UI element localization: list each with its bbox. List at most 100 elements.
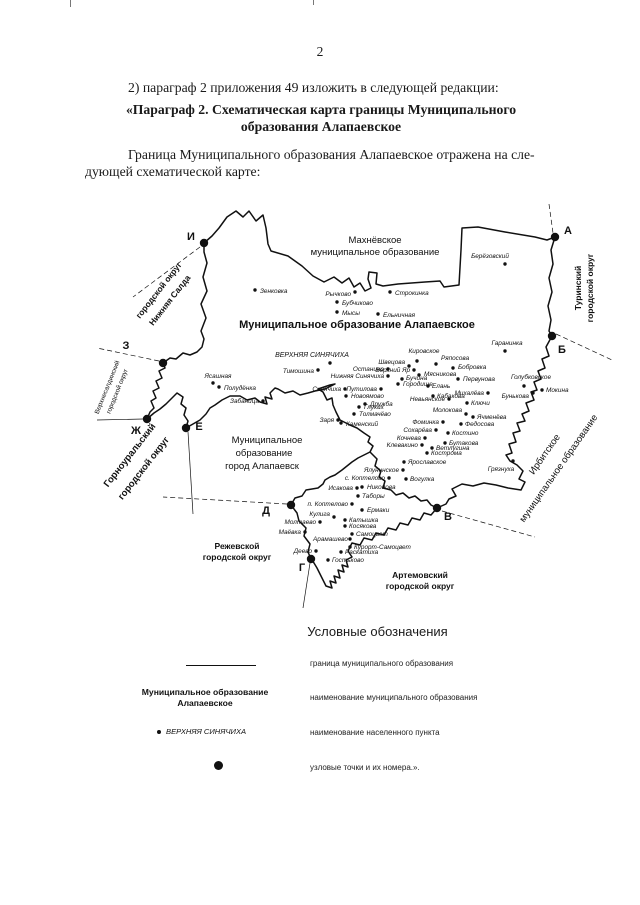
settlement-label: Самоцвет [356, 531, 389, 538]
settlement-dot [540, 388, 544, 392]
region-label: Туринский [573, 266, 583, 310]
settlement-dot [464, 412, 468, 416]
settlement-label: Исакова [328, 485, 353, 492]
municipal-boundary-layer [146, 210, 556, 589]
region-label: город Алапаевск [225, 461, 300, 472]
adjacent-border-line [441, 510, 536, 538]
settlement-label: с. Коптелово [345, 475, 386, 482]
node-point-dot [306, 554, 316, 564]
settlement-dot [350, 502, 354, 506]
settlement-label: Швецова [378, 359, 405, 366]
settlement-label: Тимошина [283, 368, 315, 375]
settlement-dot [425, 451, 429, 455]
settlement-dot [314, 549, 318, 553]
paragraph-intro: Граница Муниципального образования Алапа… [85, 146, 557, 180]
settlement-dot [360, 508, 364, 512]
legend-municipality-name-line2: Алапаевское [177, 698, 233, 708]
settlement-label: Фоминка [412, 419, 439, 426]
settlement-label: Строкинка [395, 290, 429, 297]
settlement-dot [348, 537, 352, 541]
settlement-dot [402, 460, 406, 464]
settlement-label: Берёзовский [471, 252, 509, 260]
settlement-dot [328, 361, 332, 365]
settlement-dot [339, 421, 343, 425]
settlement-label: Нижняя Синячиха [331, 373, 385, 380]
adjacent-borders-layer [96, 203, 613, 609]
legend-title: Условные обозначения [307, 624, 448, 639]
region-label: Муниципальное образование Алапаевское [239, 319, 475, 331]
settlement-label: Городище [403, 380, 433, 388]
settlement-label: Толмачёво [359, 411, 391, 418]
settlement-label: Кулига [309, 511, 330, 518]
legend-settlement-example: ВЕРХНЯЯ СИНЯЧИХА [166, 727, 247, 736]
settlement-dot [486, 391, 490, 395]
settlement-label: Ключи [471, 400, 490, 407]
settlement-dot [443, 441, 447, 445]
adjacent-border-line [187, 431, 194, 515]
settlement-label: Бучина [406, 375, 428, 382]
settlement-dot [456, 377, 460, 381]
settlement-dot [336, 418, 340, 422]
settlement-label: Ячменёва [476, 414, 507, 421]
settlement-label: Вогулка [410, 476, 435, 483]
adjacent-border-line [548, 203, 554, 234]
legend-settlement-text: наименование населенного пункта [310, 728, 440, 737]
settlement-label: Молтаево [285, 519, 317, 526]
settlement-label: Курорт-Самоцвет [354, 544, 412, 551]
node-point-label: И [187, 231, 195, 243]
settlement-dot [423, 436, 427, 440]
settlement-dot [447, 397, 451, 401]
settlement-dot [356, 494, 360, 498]
settlement-label: Клевакино [387, 442, 419, 449]
settlement-dot [360, 485, 364, 489]
settlement-label: Арамашево [312, 536, 348, 543]
node-point-dot [432, 503, 442, 513]
settlement-dot [522, 384, 526, 388]
adjacent-border-line [555, 333, 613, 361]
settlement-label: Останино [353, 366, 385, 373]
settlement-label: Сохарёва [403, 427, 432, 434]
settlement-dot [386, 374, 390, 378]
settlement-label: Бубчиково [342, 299, 373, 307]
settlement-label: Никонова [367, 484, 396, 491]
settlement-label: Гаранинка [491, 340, 523, 347]
adjacent-border-line [96, 347, 160, 362]
scan-mark [313, 0, 314, 5]
settlement-dot [446, 431, 450, 435]
settlement-label: Зенковка [260, 288, 288, 295]
settlement-label: Елань [432, 383, 450, 390]
settlement-label: п. Коптелово [308, 501, 349, 508]
node-point-dot [158, 358, 168, 368]
settlement-dot [396, 382, 400, 386]
settlement-label: Бунькова [502, 393, 530, 400]
settlement-dot [511, 459, 515, 463]
node-point-label: З [123, 340, 130, 352]
region-label: Муниципальное [232, 435, 303, 446]
settlement-dot [401, 468, 405, 472]
settlement-dot [417, 373, 421, 377]
node-point-label: Е [195, 421, 202, 433]
settlement-dot [211, 381, 215, 385]
settlement-dot [400, 377, 404, 381]
settlement-label: Ряпосова [441, 355, 470, 362]
settlement-label: Таборы [362, 492, 385, 500]
settlement-label: Ясашная [204, 373, 232, 380]
settlement-dot [326, 558, 330, 562]
settlement-label: Дружба [369, 400, 393, 408]
settlement-dot [434, 362, 438, 366]
legend-node-text: узловые точки и их номера.». [310, 763, 420, 772]
settlement-label: Полудёнка [224, 384, 256, 392]
adjacent-border-line [162, 496, 288, 505]
node-point-dot [286, 500, 296, 510]
settlement-label: Невьянское [410, 396, 446, 403]
settlement-dot [335, 310, 339, 314]
settlement-dot [412, 368, 416, 372]
settlement-dot [343, 387, 347, 391]
settlement-dot [430, 446, 434, 450]
settlement-label: Синячиха [312, 386, 341, 393]
settlement-label: Ярославское [407, 459, 447, 466]
settlement-label: Раскатиха [345, 549, 379, 556]
node-point-dot [547, 331, 557, 341]
settlement-label: Кострома [431, 450, 462, 457]
